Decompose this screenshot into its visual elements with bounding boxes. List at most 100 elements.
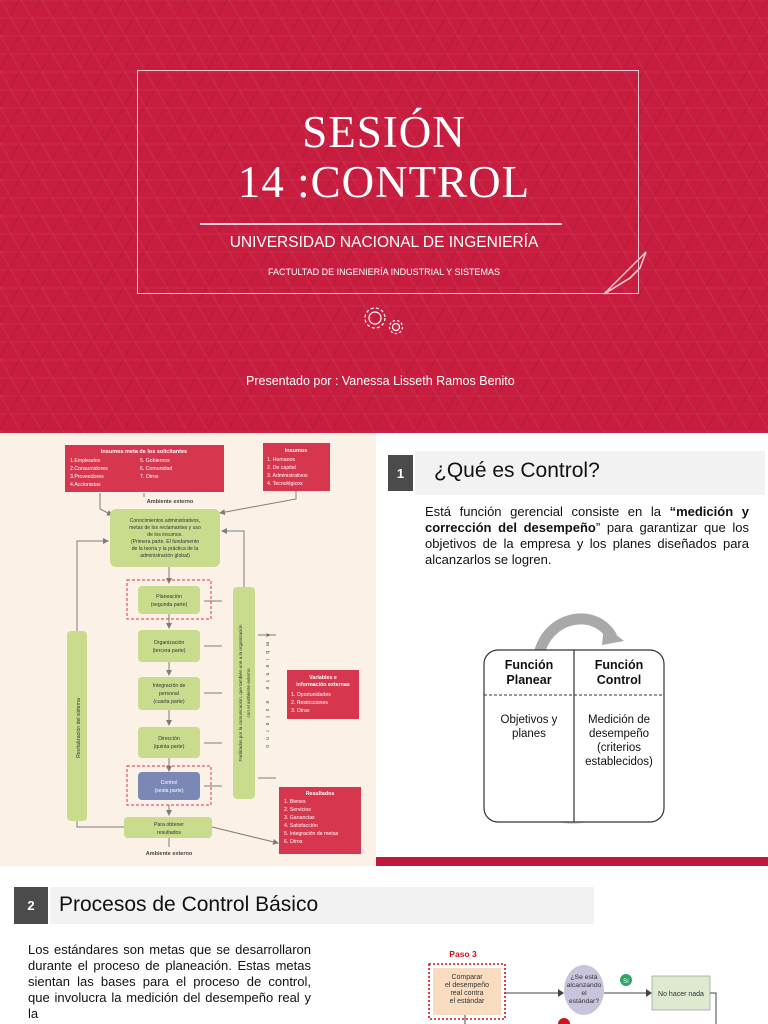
insumos-item: 4. Tecnológicos [267,481,303,487]
obtener-label-2: resultados [157,830,181,836]
control-sub: (sexta parte) [154,788,183,794]
resultados-item: 5. Integración de metas [284,831,339,837]
insumos-meta-item: 1.Empleados [70,458,101,464]
management-system-diagram: Insumos meta de los solicitantes 1.Emple… [0,433,376,866]
insumos-item: 1. Humanos [267,457,295,463]
definition-text-end: ” para garantizar que los objetivos de l… [425,520,749,567]
planear-body-2: planes [512,728,546,740]
resultados-item: 3. Ganancias [284,815,315,821]
paso-label: Paso 3 [449,949,477,959]
conocimientos-line: administración global) [140,553,190,559]
insumos-box [263,443,330,491]
insumos-meta-box [65,445,224,492]
definition-paragraph: Está función gerencial consiste en la “m… [425,504,749,568]
decision-node [564,965,604,1015]
control-body-2: desempeño [589,728,649,740]
title-line-2: 14 :CONTROL [237,157,531,207]
compare-line: real contra [450,990,483,997]
no-badge [558,1018,570,1024]
do-nothing-label: No hacer nada [658,991,704,998]
variables-item: 2. Restricciones [291,700,328,706]
revitalizacion-bar [67,631,87,821]
insumos-meta-title: Insumos meta de los solicitantes [101,449,187,455]
insumos-meta-item: 5. Gobiernos [140,458,170,464]
direccion-sub: (quinta parte) [154,744,185,750]
facilitados-bar [233,587,255,799]
organizacion-sub: (tercera parte) [153,648,186,654]
organizacion-box [138,630,200,662]
resultados-item: 6. Otros [284,839,303,845]
control-heading-1: Función [595,658,644,672]
compare-line: el desempeño [445,982,489,989]
resultados-item: 1. Bienes [284,799,306,805]
planeacion-sub: (segunda parte) [151,602,188,608]
integracion-label: Integración de [153,683,186,689]
resultados-item: 2. Servicios [284,807,311,813]
paso-highlight [428,963,506,1020]
conocimientos-line: Conocimientos administrativos, [130,518,201,524]
gears-icon [364,307,404,335]
integracion-label-2: personal [159,691,179,697]
insumos-meta-item: 4.Accionistas [70,482,101,488]
conocimientos-line: metas de los reclamantes y uso [129,525,201,531]
accent-bar [376,857,768,866]
compare-line: Comparar [451,974,483,981]
direccion-label: Dirección [158,736,180,742]
conocimientos-line: de los insumos. [147,532,182,538]
obtener-label: Para obtener [154,822,184,828]
variables-item: 3. Otras [291,708,310,714]
decision-line: estándar? [569,998,599,1005]
title-band [415,451,765,495]
definition-text: Está función gerencial consiste en la [425,504,670,519]
ambiente-externo-top: Ambiente externo [147,499,194,505]
section-title: ¿Qué es Control? [434,459,600,482]
title-frame [137,70,639,294]
obtener-box [124,817,212,838]
control-body: Medición de [588,714,650,726]
planeacion-label: Planeación [156,594,182,600]
control-body-3: (criterios [597,742,641,754]
section-title: Procesos de Control Básico [59,893,319,916]
title-slide: SESIÓN 14 :CONTROL UNIVERSIDAD NACIONAL … [0,0,768,433]
resultados-title: Resultados [306,791,335,797]
organizacion-label: Organización [154,640,185,646]
planear-heading-1: Función [505,658,554,672]
planear-body: Objetivos y [501,714,558,726]
yes-badge [620,974,632,986]
conocimientos-box [110,509,220,567]
standards-paragraph: Los estándares son metas que se desarrol… [28,942,311,1021]
decision-line: alcanzando [567,982,602,989]
revitalizacion-label: Revitalización del sistema [76,698,82,758]
insumos-meta-item: 6. Comunidad [140,466,172,472]
control-highlight [126,765,212,806]
compare-line: el estándar [450,998,485,1005]
title-line-1: SESIÓN [302,107,466,157]
title-band [50,887,594,924]
control-label: Control [161,780,178,786]
university-name: UNIVERSIDAD NACIONAL DE INGENIERÍA [229,234,539,251]
control-heading-2: Control [597,673,641,687]
variables-box [287,670,359,719]
facilitados-label-2: con el ambiente externo [246,668,251,717]
insumos-meta-item: 2.Consumidores [70,466,108,472]
decision-line: ¿Se está [570,974,597,981]
presenter: Presentado por : Vanessa Lisseth Ramos B… [246,374,515,388]
control-body-4: establecidos) [585,756,653,768]
variables-item: 1. Oportunidades [291,692,331,698]
decision-line: el [581,990,587,997]
faculty-name: FACTULTAD DE INGENIERÍA INDUSTRIAL Y SIS… [267,267,501,277]
resultados-item: 4. Satisfacción [284,823,318,829]
resultados-box [279,787,361,854]
insumos-item: 3. Administrativos [267,473,308,479]
section-number: 1 [388,455,413,491]
insumos-meta-item: 7. Otros [140,474,159,480]
control-flowchart: Paso 3 Comparar el desempeño real contra… [428,949,717,1024]
planeacion-highlight [126,579,212,620]
insumos-item: 2. De capital [267,465,296,471]
integracion-box [138,677,200,710]
control-box [138,772,200,800]
title-divider [200,223,562,225]
do-nothing-box [651,975,711,1011]
page-curl-icon [603,251,647,295]
conocimientos-line: (Primera parte. El fundamento [131,539,199,545]
